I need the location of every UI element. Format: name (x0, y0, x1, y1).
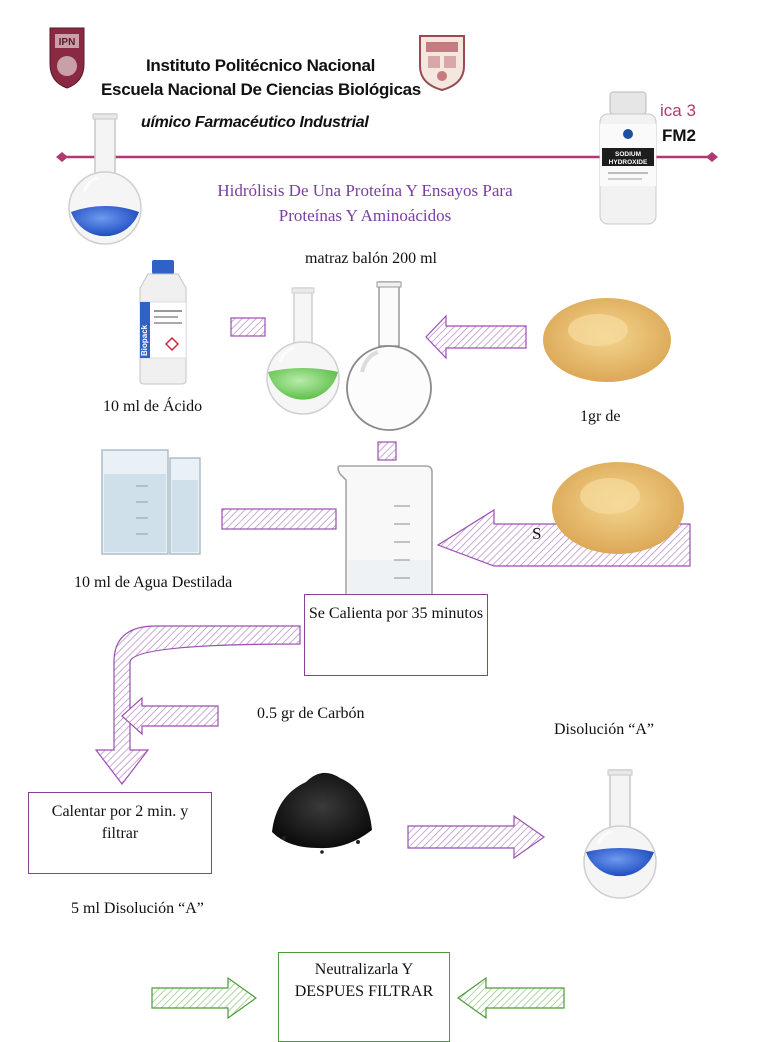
water-label: 10 ml de Agua Destilada (74, 574, 232, 592)
diagram-title-line-2: Proteínas Y Aminoácidos (140, 203, 590, 228)
ipn-logo: IPN (46, 24, 88, 90)
institute-name: Instituto Politécnico Nacional (146, 56, 375, 76)
water-arrow (220, 506, 340, 534)
career-name: uímico Farmacéutico Industrial (141, 114, 369, 132)
acid-label: 10 ml de Ácido (103, 398, 202, 416)
practice-number: ica 3 (660, 101, 696, 121)
s-fragment-label: S (532, 524, 541, 544)
neutralize-box: Neutralizarla Y DESPUES FILTRAR (278, 952, 450, 1042)
acid-arrow (230, 316, 268, 340)
protein-arrow (424, 314, 530, 360)
green-flask-image (264, 286, 342, 418)
green-arrow-right (454, 976, 568, 1020)
encb-logo (416, 30, 468, 92)
protein-powder-2-image (548, 452, 688, 560)
flask-label: matraz balón 200 ml (305, 250, 437, 268)
diagram-title-line-1: Hidrólisis De Una Proteína Y Ensayos Par… (140, 178, 590, 203)
carbon-label: 0.5 gr de Carbón (257, 705, 365, 723)
flask-connector (376, 440, 400, 462)
acid-bottle-brand: Biopack (140, 324, 149, 356)
blue-flask-bottom-image (580, 768, 660, 902)
carbon-arrow (120, 696, 222, 736)
heat-filter-box: Calentar por 2 min. y filtrar (28, 792, 212, 874)
svg-text:IPN: IPN (59, 37, 76, 48)
green-arrow-left (150, 976, 260, 1020)
group-code: FM2 (662, 126, 696, 146)
sodium-hydroxide-bottle-image: SODIUM HYDROXIDE (596, 90, 660, 228)
protein-powder-image (538, 288, 676, 388)
heat-step-box: Se Calienta por 35 minutos (304, 594, 488, 676)
beaker-image (334, 460, 440, 604)
solution-a-label: Disolución “A” (554, 721, 654, 739)
empty-flask-image (342, 280, 436, 434)
water-beakers-image (96, 444, 206, 562)
solution-arrow (406, 814, 548, 860)
blue-flask-top-image (66, 112, 144, 248)
protein-label: 1gr de (580, 408, 620, 426)
diagram-title: Hidrólisis De Una Proteína Y Ensayos Par… (140, 178, 590, 228)
five-ml-label: 5 ml Disolución “A” (71, 900, 204, 918)
sodium-bottle-label-1: SODIUM (615, 151, 641, 158)
activated-carbon-image (262, 748, 382, 858)
school-name: Escuela Nacional De Ciencias Biológicas (101, 80, 421, 100)
acid-bottle-image: Biopack (134, 258, 192, 386)
sodium-bottle-label-2: HYDROXIDE (609, 159, 648, 166)
